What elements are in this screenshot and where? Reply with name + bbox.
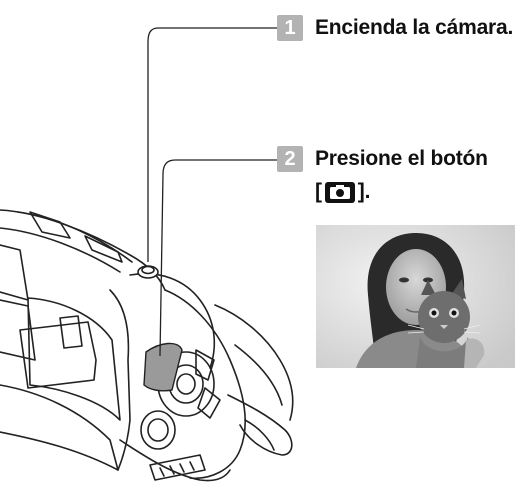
step-2-button-reference: [ ]. — [315, 180, 370, 204]
step-1-number-badge: 1 — [277, 15, 303, 41]
camera-icon — [324, 181, 355, 203]
step-2-number-badge: 2 — [277, 146, 303, 172]
close-bracket: ]. — [357, 180, 371, 203]
open-bracket: [ — [315, 180, 322, 203]
woman-with-cat-photo — [316, 225, 515, 368]
step-1-instruction: Encienda la cámara. — [315, 16, 514, 39]
step-2-instruction: Presione el botón — [315, 147, 488, 170]
